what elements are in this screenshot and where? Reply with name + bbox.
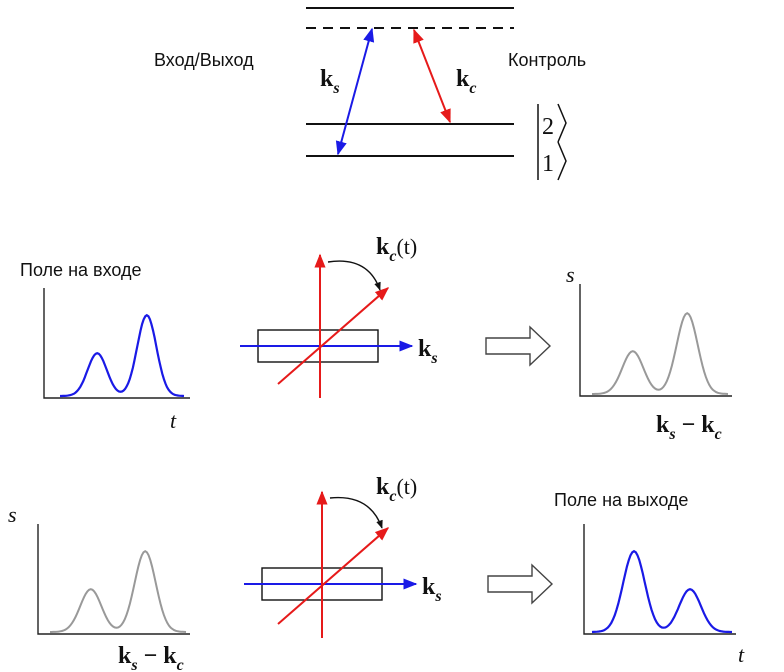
spinwave-plot xyxy=(579,284,732,397)
spinwave-curve xyxy=(50,550,187,633)
rotation-arrow xyxy=(327,260,381,291)
time-axis-label: t xyxy=(738,642,745,667)
kc-t-label: kc(t) xyxy=(376,474,417,505)
row2-retrieval: s ks−kc kc(t) ks Поле на выходе t xyxy=(8,474,745,672)
input-pulse-curve xyxy=(60,313,185,398)
spinwave-curve xyxy=(592,312,729,395)
control-label: Контроль xyxy=(508,50,586,70)
input-output-label: Вход/Выход xyxy=(154,50,254,70)
s-axis-label: s xyxy=(566,262,575,287)
rotation-arrow xyxy=(329,496,383,529)
kc-t-label: kc(t) xyxy=(376,234,417,265)
output-pulse-curve xyxy=(591,549,732,634)
control-beam-rotated xyxy=(277,527,390,625)
process-arrow xyxy=(485,325,552,367)
s-axis-label: s xyxy=(8,502,17,527)
spinwave-plot xyxy=(37,524,190,635)
medium-cell xyxy=(240,253,414,398)
ks-label: ks xyxy=(422,574,442,605)
control-beam-rotated xyxy=(277,287,390,385)
svg-text:1: 1 xyxy=(542,151,554,177)
ks-label: ks xyxy=(320,66,340,97)
input-field-label: Поле на входе xyxy=(20,260,142,280)
ket-1: 1 xyxy=(537,141,567,181)
process-arrow xyxy=(487,563,554,605)
energy-level-diagram: Вход/Выход Контроль ks kc 2 1 xyxy=(154,7,586,181)
ks-minus-kc-label: ks−kc xyxy=(118,643,184,672)
medium-cell xyxy=(244,490,418,638)
input-field-plot xyxy=(43,288,190,399)
row1-storage: Поле на входе t kc(t) ks s ks−kc xyxy=(20,234,732,443)
kc-label: kc xyxy=(456,66,476,97)
ks-transition-arrow xyxy=(335,27,375,156)
time-axis-label: t xyxy=(170,408,177,433)
ks-label: ks xyxy=(418,336,438,367)
kc-transition-arrow xyxy=(413,28,451,124)
output-field-plot xyxy=(583,524,736,635)
output-field-label: Поле на выходе xyxy=(554,490,688,510)
ket-2: 2 xyxy=(537,103,567,143)
svg-text:2: 2 xyxy=(542,114,554,140)
ks-minus-kc-label: ks−kc xyxy=(656,412,722,443)
